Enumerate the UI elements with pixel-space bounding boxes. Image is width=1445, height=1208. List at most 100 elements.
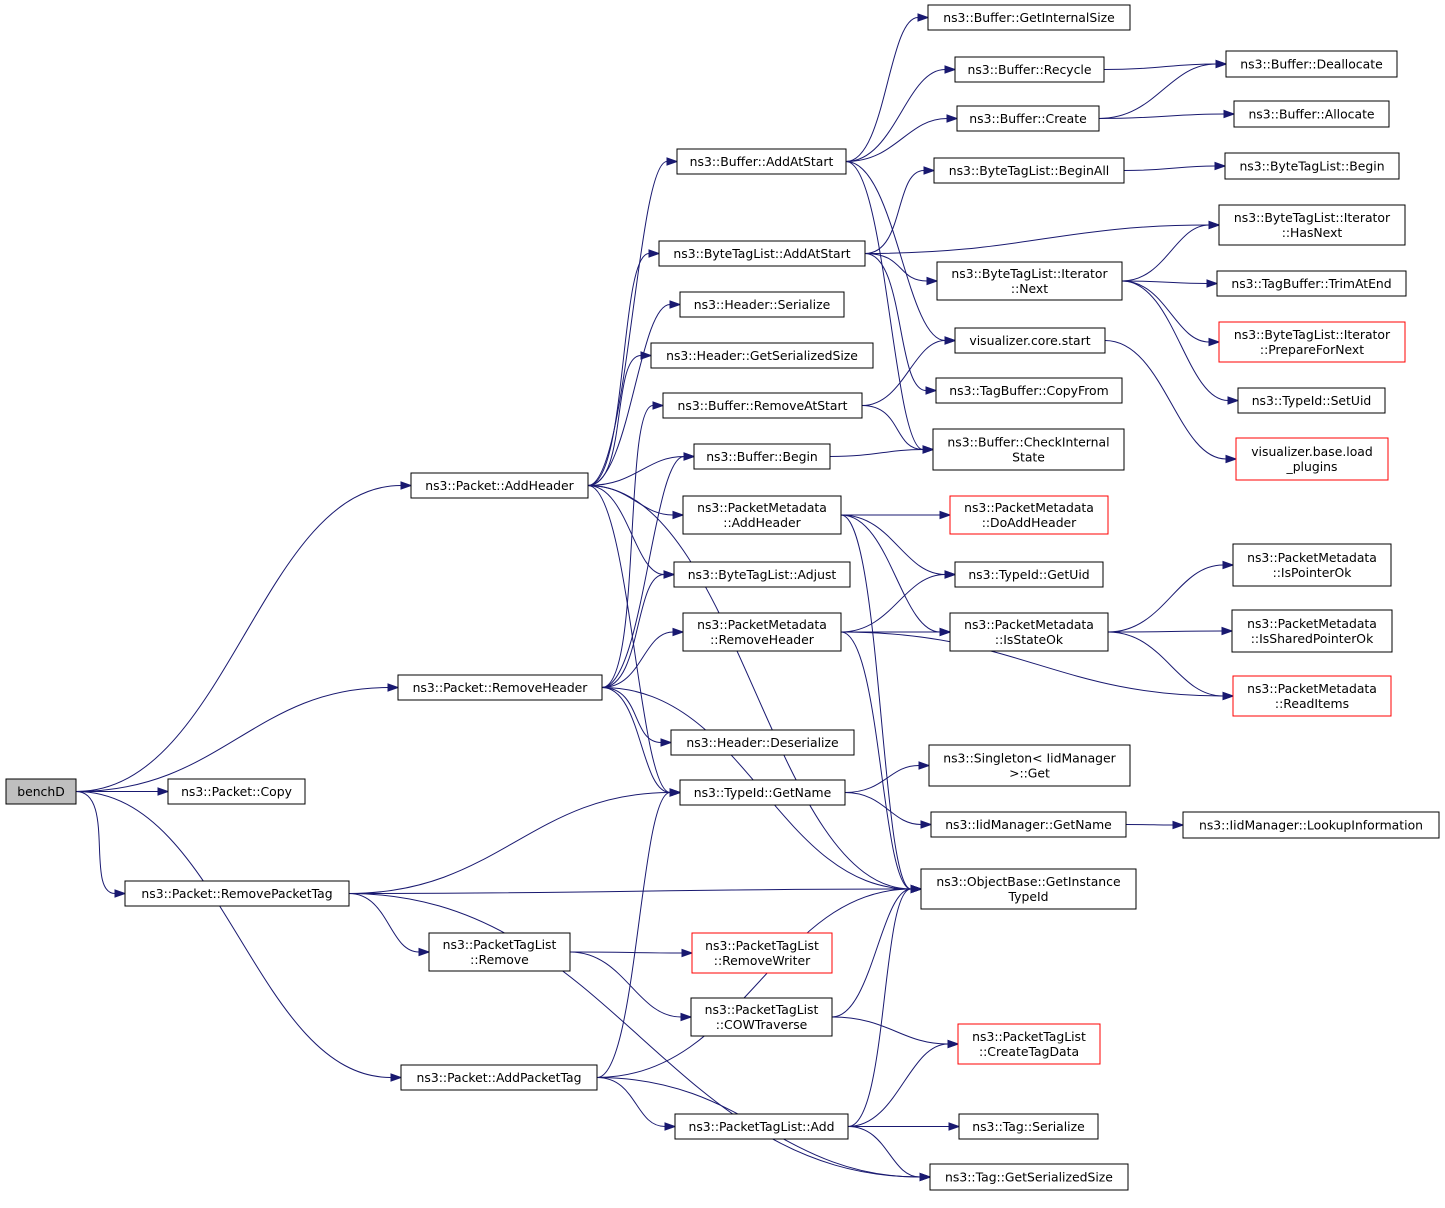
- node-packetmetadata-isstateok[interactable]: ns3::PacketMetadata::IsStateOk: [949, 612, 1109, 652]
- node-box: [954, 561, 1104, 588]
- arrowhead-bytetaglist-addatstart-to-bytetaglist-beginall: [923, 166, 936, 175]
- node-bytetaglist-iterator-next[interactable]: ns3::ByteTagList::Iterator::Next: [936, 261, 1123, 301]
- edge-packetmetadata-isstateok-to-packetmetadata-ispointerok: [1107, 564, 1224, 633]
- node-packetmetadata-addheader[interactable]: ns3::PacketMetadata::AddHeader: [682, 495, 842, 535]
- node-label: ns3::Singleton< IidManager: [943, 751, 1116, 766]
- node-box: [929, 1163, 1129, 1191]
- node-label: ns3::Buffer::GetInternalSize: [943, 10, 1115, 25]
- node-box: [676, 148, 847, 175]
- node-packettaglist-add[interactable]: ns3::PacketTagList::Add: [674, 1113, 849, 1140]
- node-buffer-removeatstart[interactable]: ns3::Buffer::RemoveAtStart: [662, 392, 863, 419]
- edge-packet-addheader-to-typeid-getname: [587, 485, 671, 793]
- node-buffer-recycle[interactable]: ns3::Buffer::Recycle: [954, 56, 1105, 83]
- node-bytetaglist-adjust[interactable]: ns3::ByteTagList::Adjust: [673, 561, 851, 588]
- node-iidmanager-getname[interactable]: ns3::IidManager::GetName: [930, 811, 1127, 838]
- node-benchd[interactable]: benchD: [5, 778, 77, 805]
- edge-buffer-addatstart-to-buffer-create: [845, 118, 948, 162]
- node-label: ns3::Tag::Serialize: [972, 1119, 1085, 1134]
- node-label: >::Get: [1009, 766, 1050, 781]
- node-visualizer-core-start[interactable]: visualizer.core.start: [954, 327, 1106, 354]
- arrowhead-bytetaglist-addatstart-to-bytetaglist-iterator-next: [926, 276, 939, 286]
- node-buffer-create[interactable]: ns3::Buffer::Create: [956, 105, 1100, 132]
- node-label: ns3::PacketTagList: [443, 937, 557, 952]
- edge-packet-addpackettag-to-packettaglist-add: [596, 1077, 666, 1127]
- node-tagbuffer-trimatend[interactable]: ns3::TagBuffer::TrimAtEnd: [1216, 270, 1407, 297]
- node-buffer-getinternalsize[interactable]: ns3::Buffer::GetInternalSize: [927, 4, 1131, 31]
- node-box: [670, 729, 855, 756]
- node-label: ::ReadItems: [1275, 696, 1349, 711]
- node-typeid-setuid[interactable]: ns3::TypeId::SetUid: [1237, 387, 1386, 414]
- node-packetmetadata-readitems[interactable]: ns3::PacketMetadata::ReadItems: [1232, 675, 1392, 717]
- node-packetmetadata-ispointerok[interactable]: ns3::PacketMetadata::IsPointerOk: [1232, 543, 1392, 587]
- node-label: ns3::PacketMetadata: [964, 500, 1094, 515]
- node-packettaglist-removewriter[interactable]: ns3::PacketTagList::RemoveWriter: [691, 932, 833, 974]
- node-header-getserializedsize[interactable]: ns3::Header::GetSerializedSize: [650, 342, 874, 369]
- node-bytetaglist-iterator-preparefornext[interactable]: ns3::ByteTagList::Iterator::PrepareForNe…: [1218, 321, 1406, 363]
- node-typeid-getname[interactable]: ns3::TypeId::GetName: [679, 779, 846, 806]
- node-header-deserialize[interactable]: ns3::Header::Deserialize: [670, 729, 855, 756]
- node-header-serialize[interactable]: ns3::Header::Serialize: [679, 291, 845, 318]
- node-tag-serialize[interactable]: ns3::Tag::Serialize: [958, 1113, 1099, 1140]
- node-label: ns3::PacketTagList: [972, 1029, 1086, 1044]
- edge-typeid-getname-to-singleton-iidmanager-get: [844, 765, 920, 793]
- node-packetmetadata-doaddheader[interactable]: ns3::PacketMetadata::DoAddHeader: [949, 495, 1109, 535]
- node-box: [673, 561, 851, 588]
- node-label: _plugins: [1286, 459, 1338, 474]
- node-box: [928, 744, 1131, 787]
- node-packettaglist-createtagdata[interactable]: ns3::PacketTagList::CreateTagData: [957, 1023, 1101, 1065]
- edge-packet-addheader-to-packetmetadata-addheader: [587, 485, 674, 516]
- edge-bytetaglist-addatstart-to-tagbuffer-copyfrom: [864, 253, 927, 391]
- node-packetmetadata-issharedpointerok[interactable]: ns3::PacketMetadata::IsSharedPointerOk: [1231, 609, 1393, 653]
- node-box: [410, 472, 589, 499]
- node-visualizer-base-load-plugins[interactable]: visualizer.base.load_plugins: [1235, 437, 1389, 481]
- node-packettaglist-remove[interactable]: ns3::PacketTagList::Remove: [428, 932, 571, 972]
- arrowhead-packet-removeheader-to-buffer-begin: [683, 452, 696, 461]
- node-box: [1237, 387, 1386, 414]
- node-buffer-begin[interactable]: ns3::Buffer::Begin: [693, 443, 831, 470]
- node-packet-addheader[interactable]: ns3::Packet::AddHeader: [410, 472, 589, 499]
- node-bytetaglist-addatstart[interactable]: ns3::ByteTagList::AddAtStart: [658, 240, 866, 267]
- edge-bytetaglist-addatstart-to-bytetaglist-iterator-hasnext: [864, 224, 1210, 254]
- node-box: [397, 674, 603, 701]
- node-packettaglist-cowtraverse[interactable]: ns3::PacketTagList::COWTraverse: [690, 997, 833, 1037]
- node-label: ns3::TypeId::GetName: [694, 785, 832, 800]
- node-packet-removepackettag[interactable]: ns3::Packet::RemovePacketTag: [124, 880, 350, 907]
- node-iidmanager-lookupinformation[interactable]: ns3::IidManager::LookupInformation: [1182, 811, 1440, 839]
- node-box: [933, 157, 1125, 184]
- node-box: [1232, 543, 1392, 587]
- node-bytetaglist-iterator-hasnext[interactable]: ns3::ByteTagList::Iterator::HasNext: [1218, 204, 1406, 246]
- arrowhead-benchd-to-packet-removeheader: [387, 683, 400, 692]
- arrowhead-bytetaglist-iterator-next-to-bytetaglist-iterator-preparefornext: [1208, 337, 1221, 347]
- node-bytetaglist-begin[interactable]: ns3::ByteTagList::Begin: [1224, 152, 1400, 180]
- node-typeid-getuid[interactable]: ns3::TypeId::GetUid: [954, 561, 1104, 588]
- edge-bytetaglist-beginall-to-bytetaglist-begin: [1123, 165, 1216, 171]
- node-buffer-addatstart[interactable]: ns3::Buffer::AddAtStart: [676, 148, 847, 175]
- node-box: [954, 327, 1106, 354]
- node-box: [1233, 100, 1390, 128]
- node-label: ::Remove: [470, 952, 529, 967]
- arrowhead-packet-addheader-to-header-serialize: [669, 300, 682, 309]
- node-label: ::DoAddHeader: [982, 515, 1077, 530]
- edge-packet-removeheader-to-buffer-removeatstart: [601, 405, 654, 688]
- node-box: [1235, 437, 1389, 481]
- node-label: ::Next: [1011, 281, 1048, 296]
- node-label: ns3::IidManager::GetName: [945, 817, 1112, 832]
- node-bytetaglist-beginall[interactable]: ns3::ByteTagList::BeginAll: [933, 157, 1125, 184]
- edge-packet-removepackettag-to-objectbase-getinstancetypeid: [348, 888, 912, 894]
- node-buffer-allocate[interactable]: ns3::Buffer::Allocate: [1233, 100, 1390, 128]
- node-packetmetadata-removeheader[interactable]: ns3::PacketMetadata::RemoveHeader: [682, 612, 842, 652]
- node-label: ns3::TypeId::GetUid: [968, 567, 1089, 582]
- node-buffer-deallocate[interactable]: ns3::Buffer::Deallocate: [1225, 50, 1398, 78]
- node-packet-copy[interactable]: ns3::Packet::Copy: [167, 778, 306, 805]
- node-packet-removeheader[interactable]: ns3::Packet::RemoveHeader: [397, 674, 603, 701]
- node-tagbuffer-copyfrom[interactable]: ns3::TagBuffer::CopyFrom: [935, 377, 1123, 404]
- arrowhead-packet-removeheader-to-bytetaglist-adjust: [663, 570, 676, 579]
- node-tag-getserializedsize[interactable]: ns3::Tag::GetSerializedSize: [929, 1163, 1129, 1191]
- node-label: ns3::ByteTagList::Begin: [1239, 159, 1384, 174]
- node-packet-addpackettag[interactable]: ns3::Packet::AddPacketTag: [400, 1064, 598, 1091]
- node-label: ns3::ByteTagList::Iterator: [951, 266, 1108, 281]
- node-singleton-iidmanager-get[interactable]: ns3::Singleton< IidManager >::Get: [928, 744, 1131, 787]
- node-label: ns3::Buffer::Begin: [706, 449, 818, 464]
